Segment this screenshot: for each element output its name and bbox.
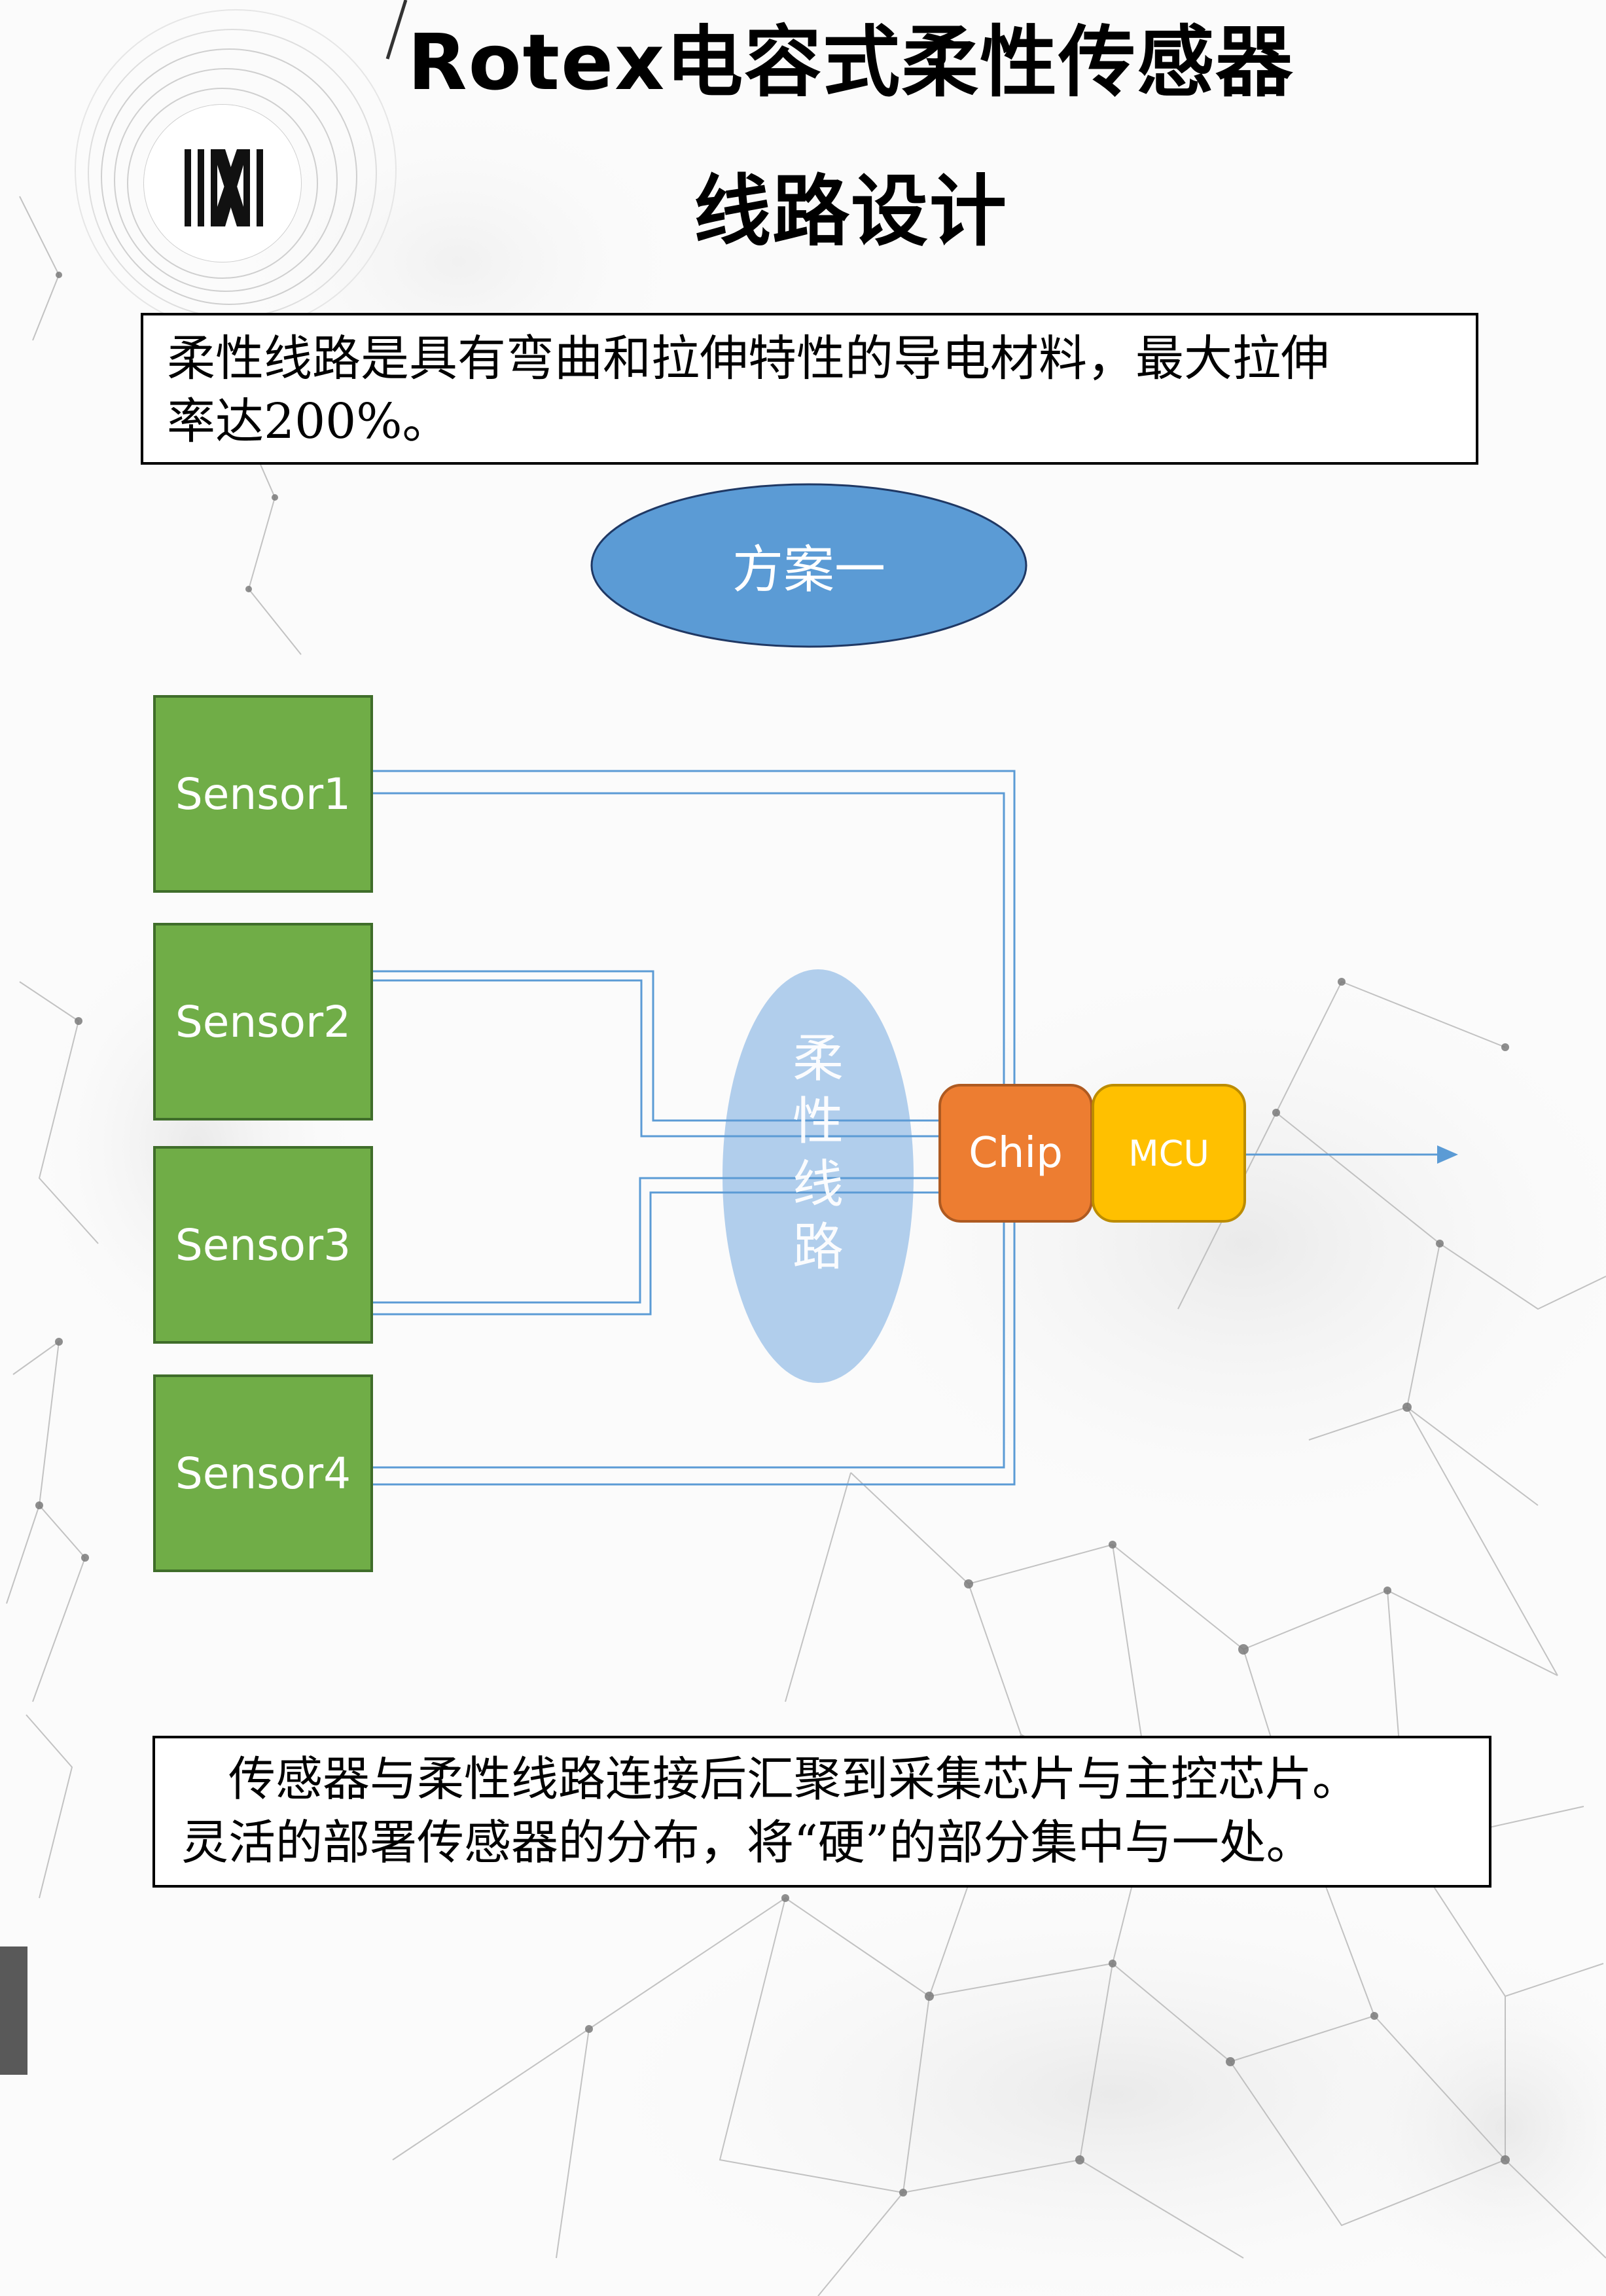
scheme-ellipse-label: 方案一: [732, 541, 885, 600]
flex-circuit-label: 柔性线路: [772, 1028, 864, 1279]
summary-line1: 传感器与柔性线路连接后汇聚到采集芯片与主控芯片。: [228, 1751, 1360, 1806]
sensor-2-box: Sensor2: [153, 923, 373, 1121]
intro-line2: 率达200%。: [167, 393, 451, 450]
side-tab-marker: [0, 1946, 27, 2075]
sensor-4-box: Sensor4: [153, 1374, 373, 1572]
flex-circuit-label-char: 路: [792, 1218, 844, 1277]
summary-textbox: 传感器与柔性线路连接后汇聚到采集芯片与主控芯片。 灵活的部署传感器的分布，将“硬…: [152, 1736, 1491, 1888]
sensor-3-box: Sensor3: [153, 1146, 373, 1344]
rotex-logo-icon: [144, 105, 301, 262]
flex-circuit-label-char: 性: [792, 1092, 844, 1151]
intro-textbox: 柔性线路是具有弯曲和拉伸特性的导电材料，最大拉伸 率达200%。: [141, 313, 1478, 465]
sensor-1-box: Sensor1: [153, 695, 373, 893]
summary-line2: 灵活的部署传感器的分布，将“硬”的部分集中与一处。: [181, 1815, 1313, 1870]
flex-circuit-label-char: 线: [792, 1155, 844, 1214]
flex-circuit-label-char: 柔: [792, 1030, 844, 1088]
mcu-box: MCU: [1092, 1084, 1246, 1223]
page-title-line1: Rotex电容式柔性传感器: [407, 17, 1294, 107]
chip-box: Chip: [938, 1084, 1093, 1223]
intro-line1: 柔性线路是具有弯曲和拉伸特性的导电材料，最大拉伸: [167, 331, 1329, 387]
page-title-line2: 线路设计: [693, 166, 1008, 257]
